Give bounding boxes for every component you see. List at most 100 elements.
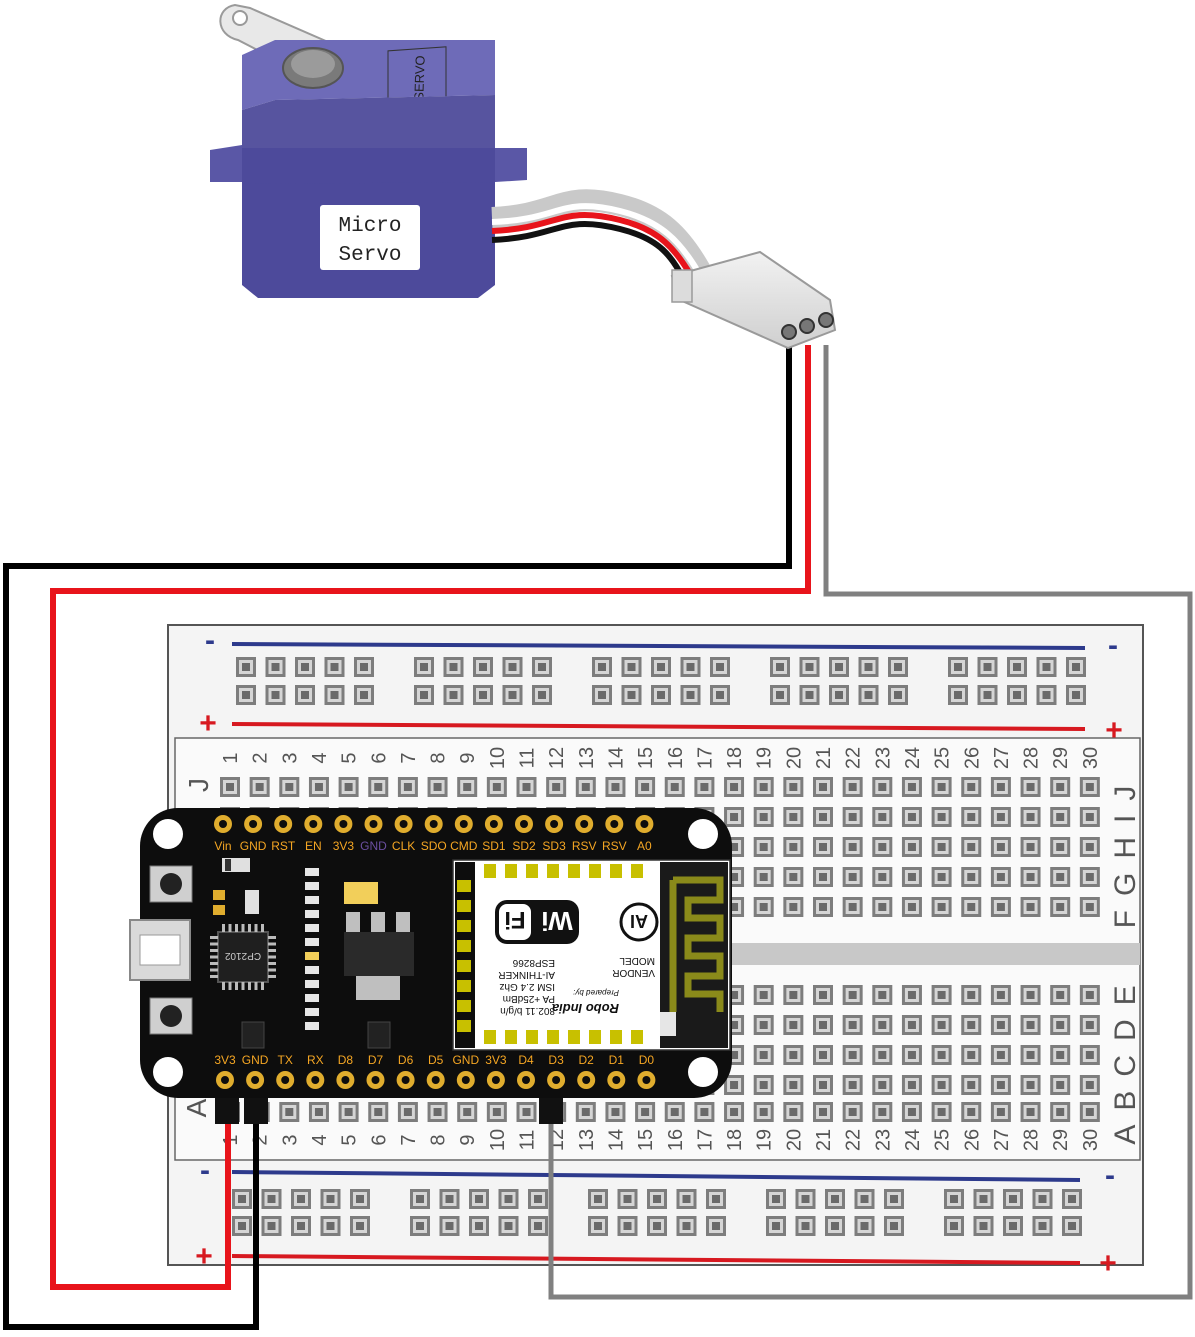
servo-cable [491, 189, 710, 290]
terminal-hole [813, 1102, 833, 1122]
terminal-hole [872, 1102, 893, 1122]
column-number-top-group: 3 [279, 752, 301, 763]
module-top-pad [484, 864, 496, 878]
wifi-logo-wi: Wi [541, 906, 573, 936]
module-spec-line: 802.11 b/g/n [500, 1005, 555, 1016]
terminal-hole [931, 1015, 952, 1035]
bottom-pin-label: D0 [639, 1053, 655, 1067]
module-led [660, 1012, 676, 1036]
rail-hole [1062, 1216, 1082, 1236]
column-number-top-group: 13 [576, 747, 598, 769]
rail-hole [320, 1189, 341, 1209]
column-number-bottom-group: 7 [398, 1134, 420, 1145]
terminal-hole [753, 867, 774, 887]
cable-black-strand [491, 220, 691, 290]
column-number-top-group: 4 [309, 752, 331, 763]
terminal-hole [872, 777, 893, 797]
bottom-pin-label: D1 [609, 1053, 625, 1067]
rail-hole [854, 1189, 875, 1209]
row-letters-top-group: FGHIJ [1109, 772, 1142, 929]
column-number-bottom: 24 [902, 1129, 924, 1151]
rail-holes [232, 657, 1086, 1236]
terminal-hole [1020, 777, 1041, 797]
terminal-hole [872, 985, 893, 1005]
column-number-top: 21 [813, 747, 835, 769]
bottom-pin-pad-hole [401, 1076, 410, 1084]
terminal-hole [664, 1102, 685, 1122]
rail-hole [443, 685, 464, 705]
terminal-hole [901, 1015, 922, 1035]
top-rail-minus-line [231, 642, 1086, 650]
terminal-hole [931, 985, 952, 1005]
module-side-pad [457, 920, 471, 932]
terminal-hole [842, 1015, 863, 1035]
terminal-hole [813, 897, 833, 917]
terminal-hole [1079, 867, 1100, 887]
column-number-bottom-group: 10 [487, 1129, 509, 1151]
connector-tab [671, 269, 693, 303]
column-number-bottom-group: 2 [250, 1134, 272, 1145]
column-number-bottom-group: 11 [517, 1130, 539, 1151]
bottom-pin-pad-hole [552, 1076, 561, 1084]
rail-hole [592, 657, 612, 677]
terminal-hole [813, 1015, 833, 1035]
rail-hole [766, 1216, 786, 1236]
column-number-bottom: 25 [932, 1129, 954, 1151]
rail-hole [977, 657, 998, 677]
smd-cap-2 [213, 905, 225, 915]
terminal-hole [1050, 837, 1071, 857]
ai-logo-text: AI [630, 911, 648, 931]
terminal-hole [457, 777, 478, 797]
top-pin-pad-hole [369, 820, 378, 828]
terminal-hole [753, 1075, 774, 1095]
terminal-hole [1050, 807, 1071, 827]
bottom-pin-pad-hole [341, 1076, 350, 1084]
module-bottom-pad [589, 1030, 601, 1044]
rail-hole [621, 685, 642, 705]
rail-hole [651, 657, 671, 677]
rail-hole [439, 1189, 460, 1209]
module-top-pad [631, 864, 643, 878]
smd-resistor-column [305, 868, 319, 1030]
top-pin-label: GND [360, 839, 387, 853]
rail-hole [291, 1189, 311, 1209]
top-pin-label: CMD [450, 839, 478, 853]
column-number-bottom-group: 13 [576, 1129, 598, 1151]
rail-hole [295, 657, 315, 677]
column-number-top-group: 20 [783, 747, 805, 769]
terminal-hole [901, 1045, 922, 1065]
terminal-hole [842, 985, 863, 1005]
module-side-pad [457, 900, 471, 912]
terminal-hole [1079, 777, 1100, 797]
bottom-left-minus-sign: - [200, 1154, 210, 1187]
rail-hole [799, 657, 820, 677]
terminal-hole [961, 867, 982, 887]
smd-resistor [305, 1022, 319, 1030]
module-side-pad [457, 940, 471, 952]
header-pin-d3 [539, 1098, 563, 1124]
bottom-pin-pad-hole [311, 1076, 320, 1084]
column-number-top-group: 9 [457, 752, 479, 763]
bottom-pin-label: 3V3 [214, 1053, 236, 1067]
regulator-capacitor [344, 882, 378, 904]
bottom-pin-label: TX [278, 1053, 293, 1067]
bottom-pin-label: 3V3 [485, 1053, 507, 1067]
terminal-hole [753, 1102, 774, 1122]
cp2102-label-group: CP2102 [224, 950, 261, 961]
terminal-hole [1079, 985, 1100, 1005]
column-number-top-group: 21 [813, 747, 835, 769]
rail-hole [469, 1216, 489, 1236]
terminal-hole [457, 1102, 478, 1122]
column-number-bottom: 14 [605, 1129, 627, 1151]
column-number-bottom: 7 [398, 1134, 420, 1145]
rail-hole [944, 1189, 964, 1209]
bottom-pin-pad-hole [431, 1076, 440, 1084]
top-right-minus-sign: - [1108, 629, 1118, 662]
module-side-pad [457, 980, 471, 992]
rail-hole [261, 1189, 282, 1209]
smd-cap-1 [213, 890, 225, 900]
terminal-hole [1020, 807, 1041, 827]
terminal-hole [338, 777, 359, 797]
column-number-bottom: 30 [1080, 1129, 1102, 1151]
